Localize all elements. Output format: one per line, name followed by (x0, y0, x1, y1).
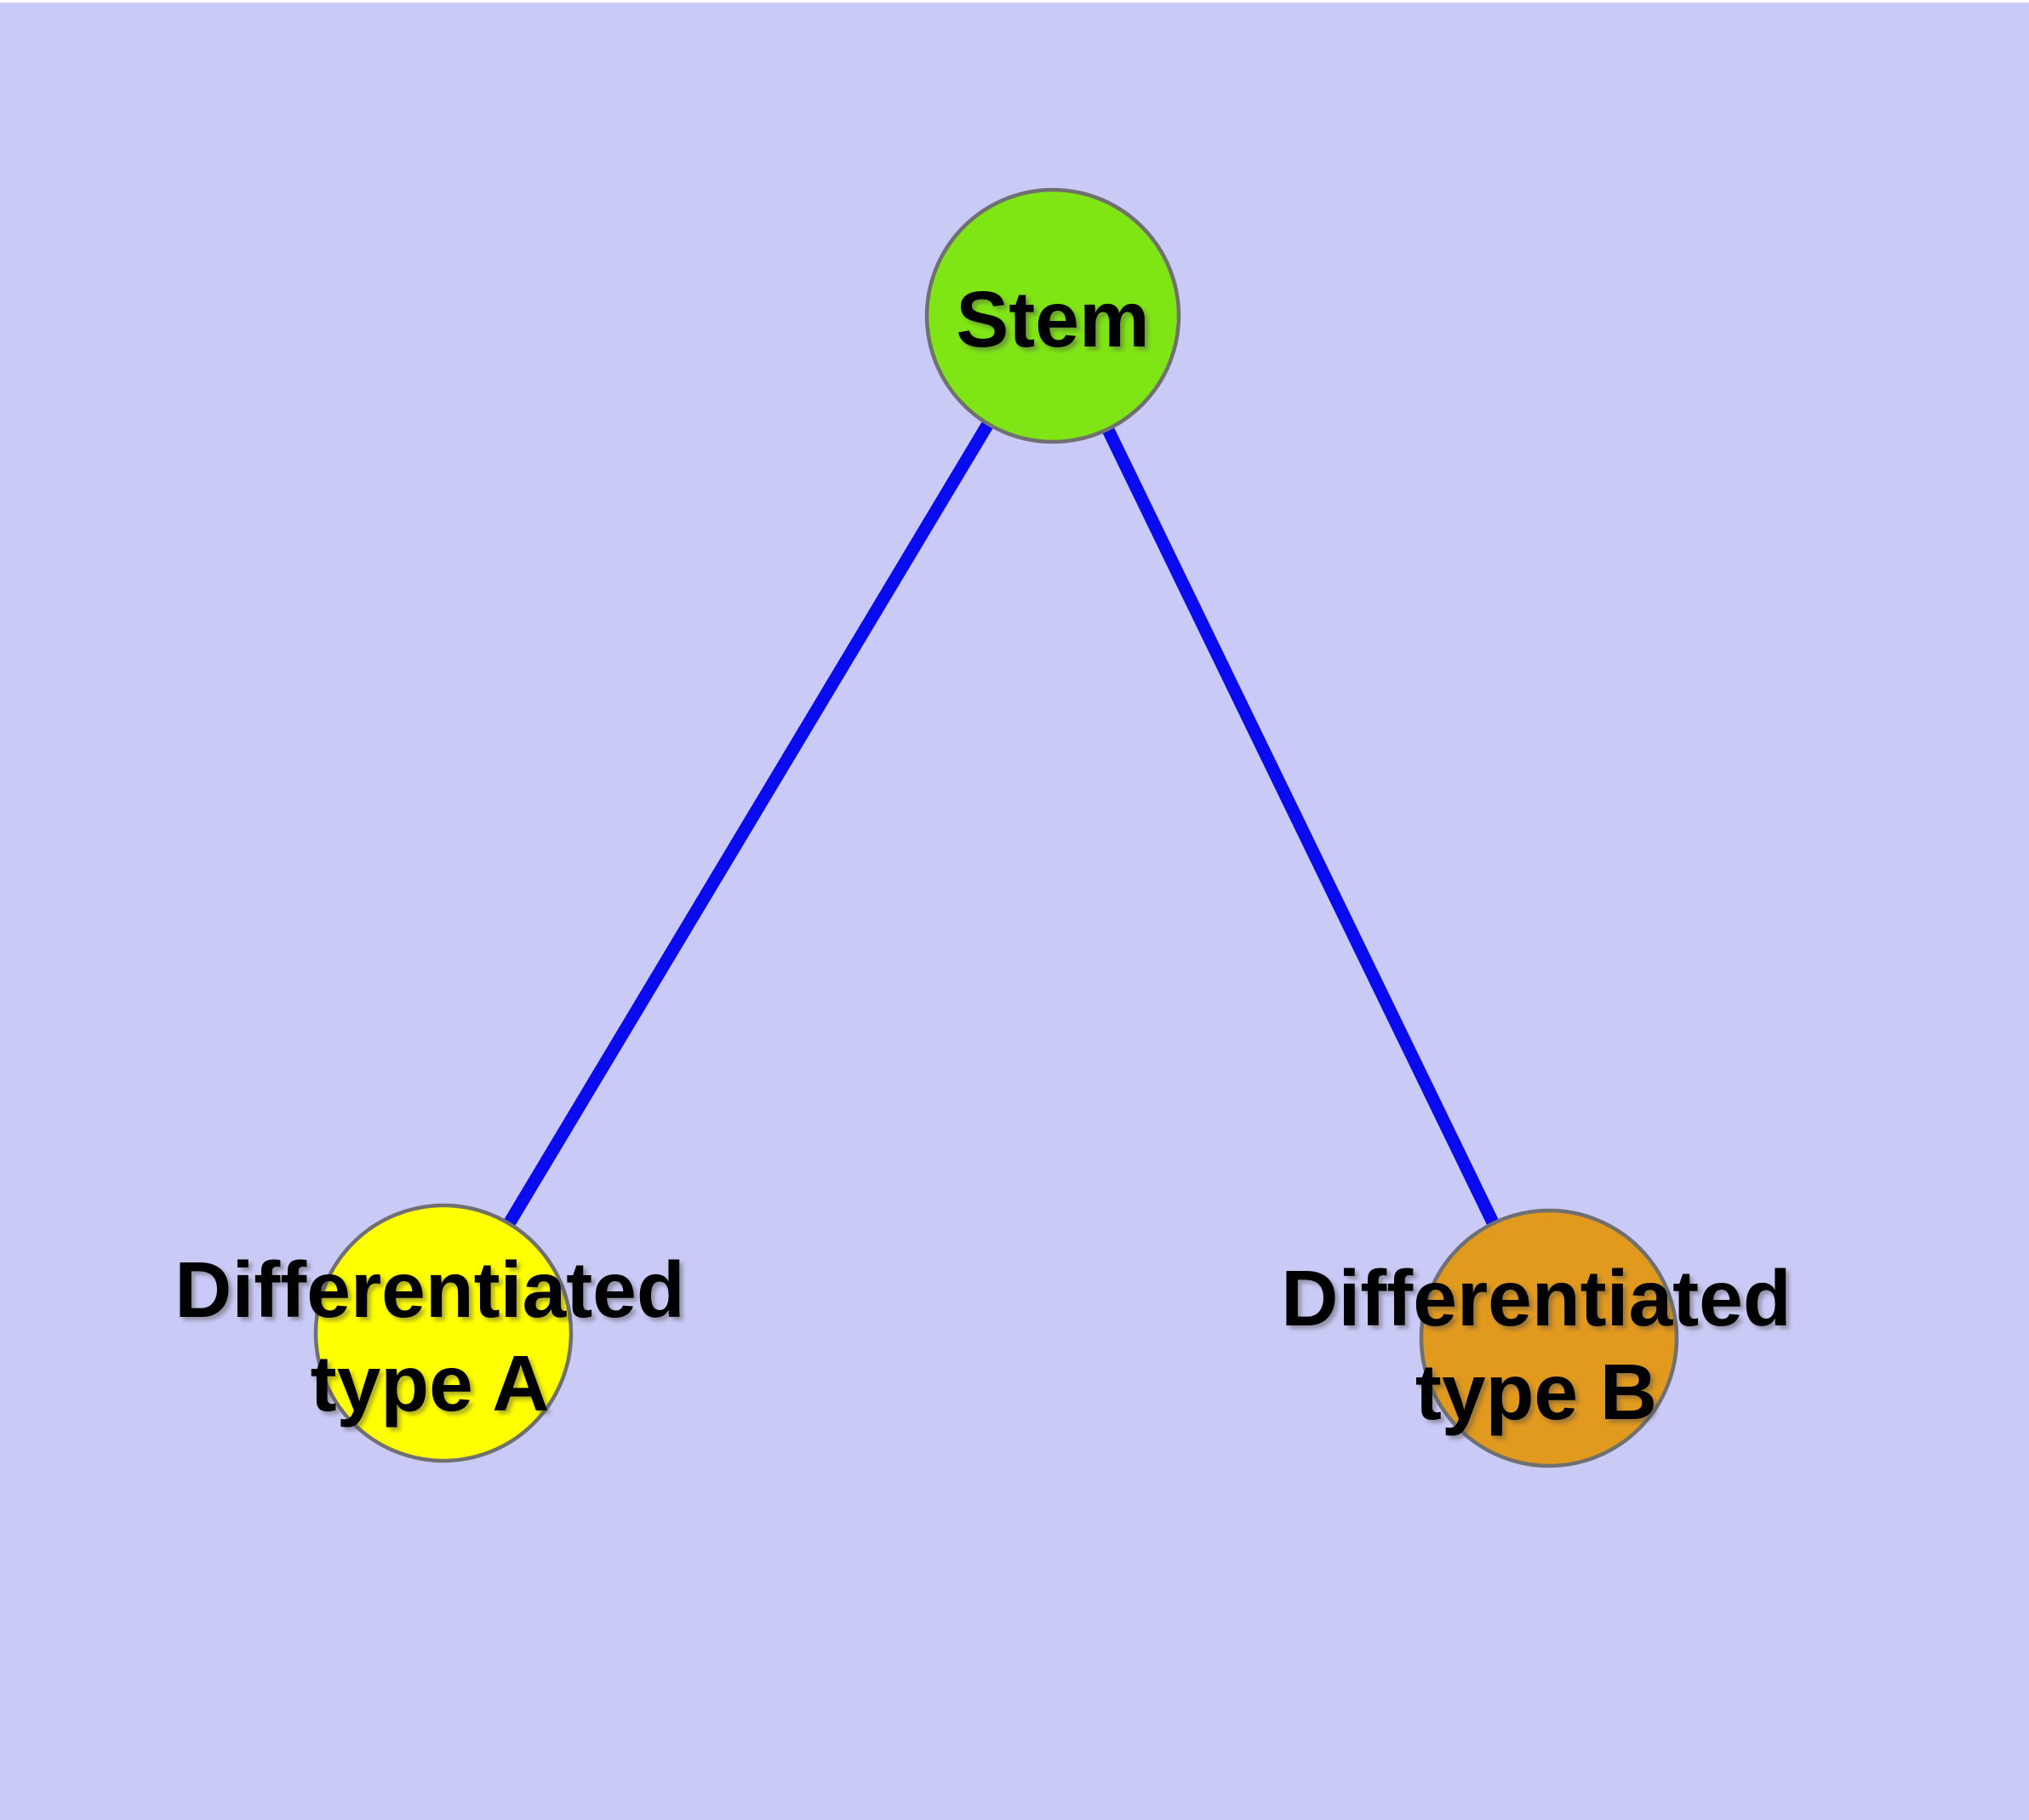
node-stem-label: Stem (956, 275, 1149, 363)
node-type-a-label-line1: Differentiated (174, 1245, 684, 1334)
node-stem-circle (924, 187, 1181, 444)
node-type-b-circle (1419, 1208, 1679, 1468)
top-edge-artifact (0, 0, 2029, 3)
node-type-a-circle (313, 1203, 574, 1463)
node-type-b-label-line2: type B (1415, 1348, 1657, 1436)
edge-stem-to-type-b (1047, 312, 1555, 1342)
node-type-b-label-line1: Differentiated (1281, 1254, 1791, 1342)
node-type-a-label-line2: type A (311, 1339, 550, 1428)
edge-stem-to-type-a (437, 312, 1059, 1336)
